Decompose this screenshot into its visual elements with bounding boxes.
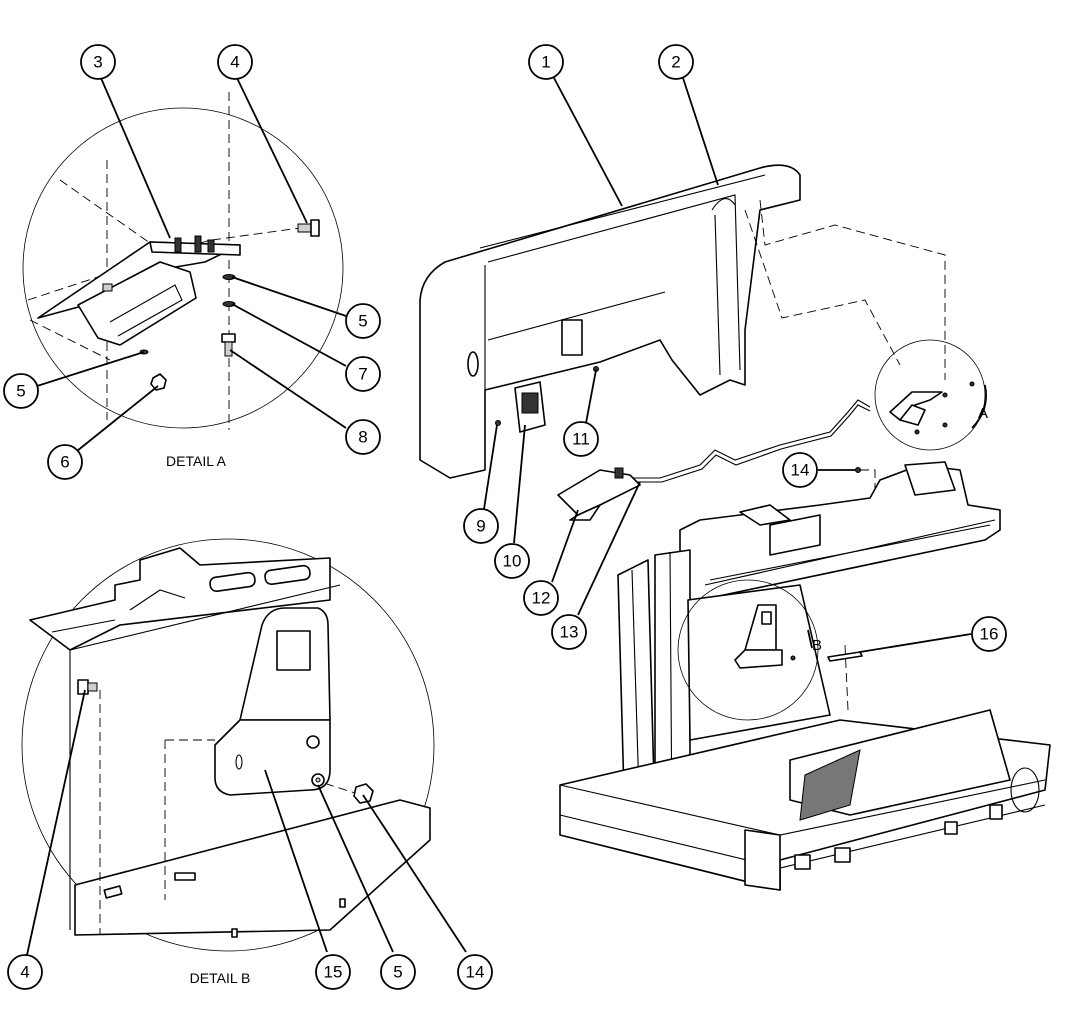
callout-15-label: 15: [324, 963, 343, 982]
callout-9-label: 9: [476, 517, 485, 536]
callout-4-detail-a: 4: [217, 44, 253, 80]
callout-8: 8: [345, 419, 381, 455]
detail-b-indicator: [677, 579, 819, 721]
callout-2-label: 2: [671, 53, 680, 72]
bracket-left: [557, 467, 641, 521]
callout-6: 6: [47, 444, 83, 480]
callout-3: 3: [80, 44, 116, 80]
view-marker-a: A: [978, 405, 988, 422]
view-marker-b: B: [812, 637, 822, 654]
top-cover: [419, 164, 801, 479]
detail-b-caption: DETAIL B: [190, 970, 251, 986]
callout-5-detail-b: 5: [380, 954, 416, 990]
detail-a-indicator: [874, 339, 987, 451]
callout-4-detail-a-label: 4: [230, 53, 239, 72]
detail-a-washer-upper: [222, 274, 236, 280]
callout-14-detail-b-label: 14: [466, 963, 485, 982]
callout-12: 12: [523, 580, 559, 616]
detail-a-screw: [297, 219, 320, 237]
callout-6-label: 6: [60, 453, 69, 472]
callout-1-label: 1: [541, 53, 550, 72]
callout-5-detail-a-right-label: 5: [358, 312, 367, 331]
callout-10: 10: [494, 543, 530, 579]
callout-12-label: 12: [532, 589, 551, 608]
callout-8-label: 8: [358, 428, 367, 447]
callout-3-label: 3: [93, 53, 102, 72]
detail-b-stud: [306, 735, 320, 749]
callout-14-main: 14: [782, 452, 818, 488]
callout-7-label: 7: [358, 365, 367, 384]
callout-7: 7: [345, 356, 381, 392]
callout-1: 1: [528, 44, 564, 80]
callout-14-detail-b: 14: [457, 954, 493, 990]
detail-a: [22, 92, 344, 430]
detail-a-bolt: [221, 333, 236, 357]
callout-11-label: 11: [572, 430, 590, 449]
detail-a-caption: DETAIL A: [166, 453, 227, 469]
detail-a-bracket: [37, 235, 241, 346]
callout-11: 11: [563, 421, 599, 457]
detail-b-screw: [77, 679, 98, 695]
base-frame: [559, 461, 1051, 891]
callout-9: 9: [463, 508, 499, 544]
callout-13-label: 13: [560, 623, 579, 642]
callout-15: 15: [315, 954, 351, 990]
callout-16-label: 16: [980, 625, 999, 644]
detail-a-washer-lower: [222, 301, 236, 307]
callout-5-detail-a-left: 5: [3, 373, 39, 409]
callout-14-main-label: 14: [791, 461, 810, 480]
detail-b-bracket: [214, 607, 331, 796]
callout-5-detail-a-left-label: 5: [16, 382, 25, 401]
callout-2: 2: [658, 44, 694, 80]
detail-b-nut: [353, 783, 374, 804]
callout-10-label: 10: [503, 552, 522, 571]
callout-4-detail-b-label: 4: [20, 963, 29, 982]
callout-5-detail-b-label: 5: [393, 963, 402, 982]
rocker-switch: [514, 381, 546, 433]
cable: [600, 399, 871, 479]
callout-5-detail-a-right: 5: [345, 303, 381, 339]
callout-16: 16: [971, 616, 1007, 652]
detail-a-boundary: [22, 107, 344, 429]
leader-lines: [26, 77, 972, 956]
detail-b: [21, 538, 435, 952]
detail-a-nut: [150, 373, 167, 391]
callout-13: 13: [551, 614, 587, 650]
detail-b-boundary: [21, 538, 435, 952]
strip-part: [827, 651, 863, 662]
callout-4-detail-b: 4: [7, 954, 43, 990]
